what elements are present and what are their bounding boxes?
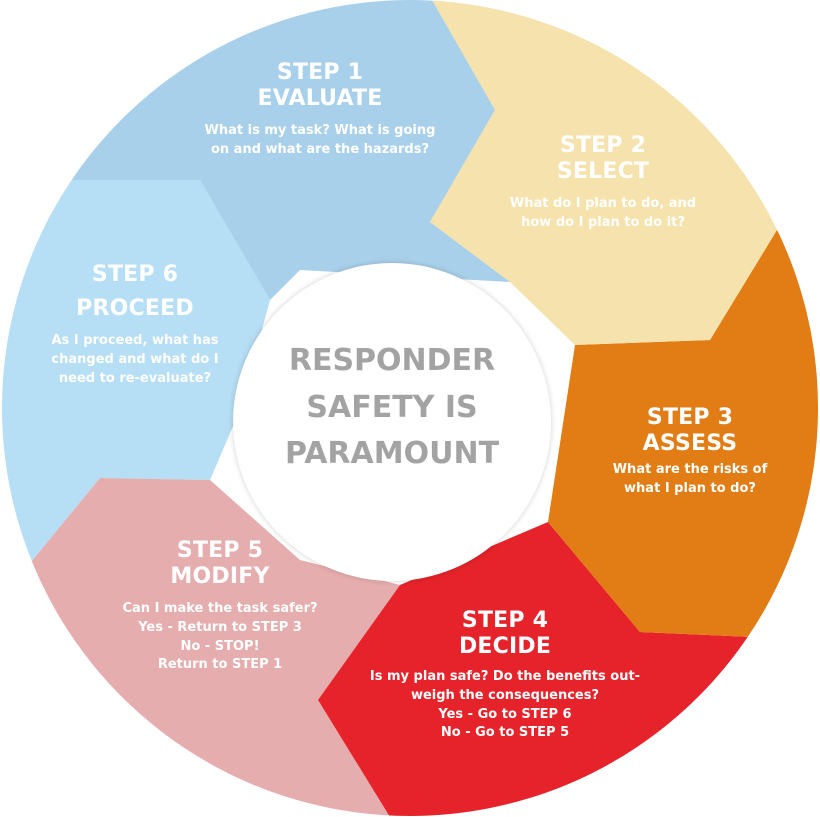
step-6-number: STEP 6: [91, 262, 179, 287]
step-5-label: STEP 5 MODIFY Can I make the task safer?…: [100, 538, 340, 675]
step-4-line: weigh the consequences?: [410, 687, 600, 703]
step-3-name: ASSESS: [642, 430, 738, 456]
step-5-description: Can I make the task safer? Yes - Return …: [100, 600, 340, 675]
step-6-line: As I proceed, what has: [51, 332, 219, 348]
step-4-line: Yes - Go to STEP 6: [438, 706, 572, 722]
step-2-description: What do I plan to do, and how do I plan …: [498, 195, 708, 233]
step-4-line: Is my plan safe? Do the benefits out-: [369, 668, 641, 684]
step-5-number: STEP 5: [176, 538, 264, 563]
step-4-number: STEP 4: [461, 608, 549, 633]
step-5-line: Can I make the task safer?: [122, 600, 318, 616]
center-circle: [233, 263, 551, 581]
step-2-line: What do I plan to do, and: [509, 195, 697, 211]
segment-step-3: [548, 225, 818, 640]
center-line-3: PARAMOUNT: [284, 436, 500, 471]
step-6-name: PROCEED: [76, 295, 194, 321]
step-2-number: STEP 2: [559, 133, 647, 158]
step-3-line: What are the risks of: [612, 461, 768, 477]
step-5-line: No - STOP!: [180, 638, 260, 654]
step-6-line: changed and what do I: [51, 351, 219, 367]
step-5-name: MODIFY: [170, 563, 270, 589]
step-1-number: STEP 1: [276, 60, 364, 85]
center-title: RESPONDER SAFETY IS PARAMOUNT: [233, 338, 551, 478]
center-line-1: RESPONDER: [288, 343, 496, 378]
step-4-line: No - Go to STEP 5: [440, 725, 570, 741]
step-1-description: What is my task? What is going on and wh…: [190, 122, 450, 160]
step-1-line: on and what are the hazards?: [210, 141, 430, 157]
step-1-line: What is my task? What is going: [204, 122, 436, 138]
center-line-2: SAFETY IS: [306, 389, 478, 425]
step-4-name: DECIDE: [458, 633, 552, 659]
step-6-label: STEP 6 PROCEED As I proceed, what has ch…: [40, 262, 230, 388]
segment-step-6: [2, 180, 270, 600]
step-6-description: As I proceed, what has changed and what …: [40, 332, 230, 389]
step-3-line: what I plan to do?: [624, 480, 756, 496]
step-5-line: Return to STEP 1: [157, 657, 283, 673]
step-3-number: STEP 3: [646, 405, 734, 430]
step-4-label: STEP 4 DECIDE Is my plan safe? Do the be…: [355, 608, 655, 743]
step-2-name: SELECT: [556, 158, 650, 184]
step-6-line: need to re-evaluate?: [58, 370, 212, 386]
step-2-label: STEP 2 SELECT What do I plan to do, and …: [498, 133, 708, 233]
step-1-label: STEP 1 EVALUATE What is my task? What is…: [190, 60, 450, 160]
step-3-description: What are the risks of what I plan to do?: [600, 461, 780, 499]
step-3-label: STEP 3 ASSESS What are the risks of what…: [600, 405, 780, 499]
step-2-line: how do I plan to do it?: [521, 214, 685, 230]
step-4-description: Is my plan safe? Do the benefits out- we…: [355, 668, 655, 743]
step-5-line: Yes - Return to STEP 3: [138, 619, 302, 635]
step-1-name: EVALUATE: [257, 85, 383, 111]
